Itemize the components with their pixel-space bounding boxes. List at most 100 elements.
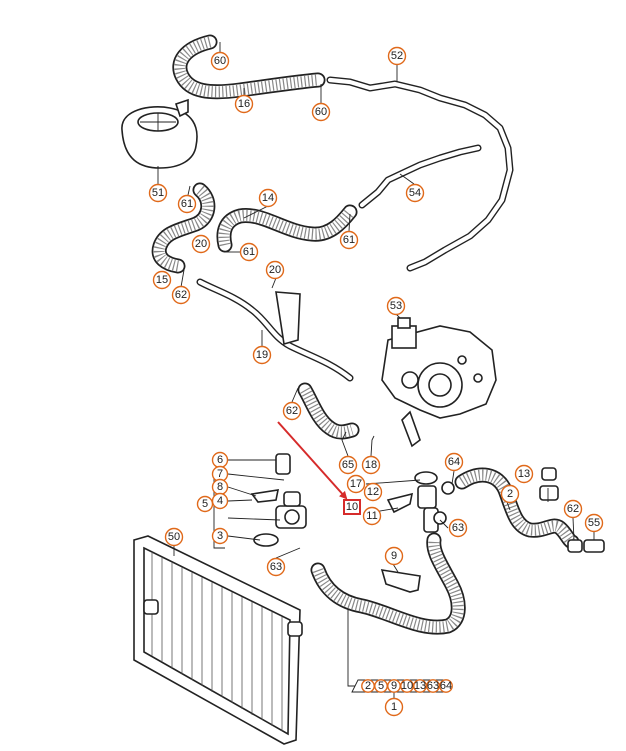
callout-63: 63	[266, 557, 286, 577]
svg-text:3: 3	[217, 530, 223, 542]
clip-9	[380, 569, 421, 593]
highlight-label: 10	[346, 501, 358, 513]
callout-12: 12	[363, 482, 383, 502]
callout-60: 60	[210, 51, 230, 71]
pump-housing-left	[250, 453, 307, 547]
callout-51: 51	[148, 183, 168, 203]
svg-text:16: 16	[238, 98, 250, 110]
callout-52: 52	[387, 46, 407, 66]
hose-1	[310, 532, 466, 635]
reference-item-label: 10	[401, 680, 413, 692]
svg-text:51: 51	[152, 187, 164, 199]
svg-text:9: 9	[391, 550, 397, 562]
callout-14: 14	[258, 188, 278, 208]
hose-16	[172, 34, 326, 100]
svg-text:61: 61	[343, 234, 355, 246]
callout-65: 65	[338, 455, 358, 475]
svg-text:13: 13	[518, 468, 530, 480]
hose-2	[454, 467, 580, 550]
svg-text:11: 11	[366, 510, 377, 522]
svg-text:19: 19	[256, 349, 268, 361]
pipes	[196, 76, 514, 382]
callout-60: 60	[311, 102, 331, 122]
svg-text:8: 8	[217, 481, 223, 493]
svg-text:50: 50	[168, 531, 180, 543]
pipe-54	[358, 144, 482, 209]
callout-62: 62	[282, 401, 302, 421]
callout-13: 13	[514, 464, 534, 484]
hoses	[151, 34, 580, 635]
reference-item-label: 64	[440, 680, 452, 692]
callout-20: 20	[191, 234, 211, 254]
reference-item-label: 9	[391, 680, 397, 692]
callout-16: 16	[234, 94, 254, 114]
expansion-tank	[121, 98, 198, 169]
callout-55: 55	[584, 513, 604, 533]
callout-5: 5	[196, 495, 214, 513]
reference-item-label: 13	[414, 680, 426, 692]
callout-11: 11	[362, 506, 382, 526]
hose-reservoir-lower	[151, 182, 216, 274]
svg-text:4: 4	[217, 495, 223, 507]
callout-62: 62	[563, 499, 583, 519]
fittings-right	[539, 467, 605, 553]
svg-text:14: 14	[262, 192, 274, 204]
highlight-arrow	[277, 421, 348, 500]
svg-text:64: 64	[448, 456, 460, 468]
highlight: 10	[277, 421, 361, 515]
reference-item-label: 2	[365, 680, 371, 692]
callout-62: 62	[171, 285, 191, 305]
svg-text:18: 18	[365, 459, 377, 471]
svg-text:61: 61	[243, 246, 255, 258]
radiator	[133, 535, 303, 745]
reference-item-label: 5	[378, 680, 384, 692]
svg-text:55: 55	[588, 517, 600, 529]
callout-18: 18	[361, 455, 381, 475]
svg-text:20: 20	[195, 238, 207, 250]
svg-text:61: 61	[181, 198, 193, 210]
callout-2: 2	[500, 484, 520, 504]
svg-text:6: 6	[217, 454, 223, 466]
highlight-box	[343, 499, 361, 515]
thermostat-housing	[381, 317, 497, 448]
svg-text:63: 63	[270, 561, 282, 573]
callouts: 60 16 60 52 51 61 14 54 61 20 61 15 62 2…	[148, 46, 604, 577]
hose-to-thermostat	[297, 382, 360, 440]
callout-3: 3	[211, 527, 229, 545]
svg-text:12: 12	[367, 486, 379, 498]
callout-8: 8	[211, 478, 229, 496]
svg-text:20: 20	[269, 264, 281, 276]
svg-text:62: 62	[567, 503, 579, 515]
svg-text:65: 65	[342, 459, 354, 471]
callout-15: 15	[152, 270, 172, 290]
callout-6: 6	[211, 451, 229, 469]
svg-text:54: 54	[409, 187, 421, 199]
svg-text:15: 15	[156, 274, 168, 286]
svg-text:5: 5	[202, 498, 208, 510]
callout-61: 61	[177, 194, 197, 214]
svg-text:2: 2	[507, 488, 513, 500]
svg-text:17: 17	[350, 478, 362, 490]
svg-text:53: 53	[390, 300, 402, 312]
callout-63: 63	[448, 518, 468, 538]
svg-text:62: 62	[286, 405, 298, 417]
radiator-fins	[151, 552, 283, 731]
pipe-19	[196, 278, 354, 382]
pipe-52	[326, 76, 514, 272]
reference-item-ring	[439, 679, 453, 693]
reference-item-label: 63	[427, 680, 439, 692]
callout-17: 17	[346, 474, 366, 494]
callout-53: 53	[386, 296, 406, 316]
callout-9: 9	[384, 546, 404, 566]
svg-text:63: 63	[452, 522, 464, 534]
callout-20: 20	[265, 260, 285, 280]
center-connector	[386, 471, 455, 533]
callout-4: 4	[211, 492, 229, 510]
callout-54: 54	[405, 183, 425, 203]
svg-text:62: 62	[175, 289, 187, 301]
pipe-19-bracket	[275, 291, 301, 346]
callout-1: 1	[384, 697, 404, 717]
